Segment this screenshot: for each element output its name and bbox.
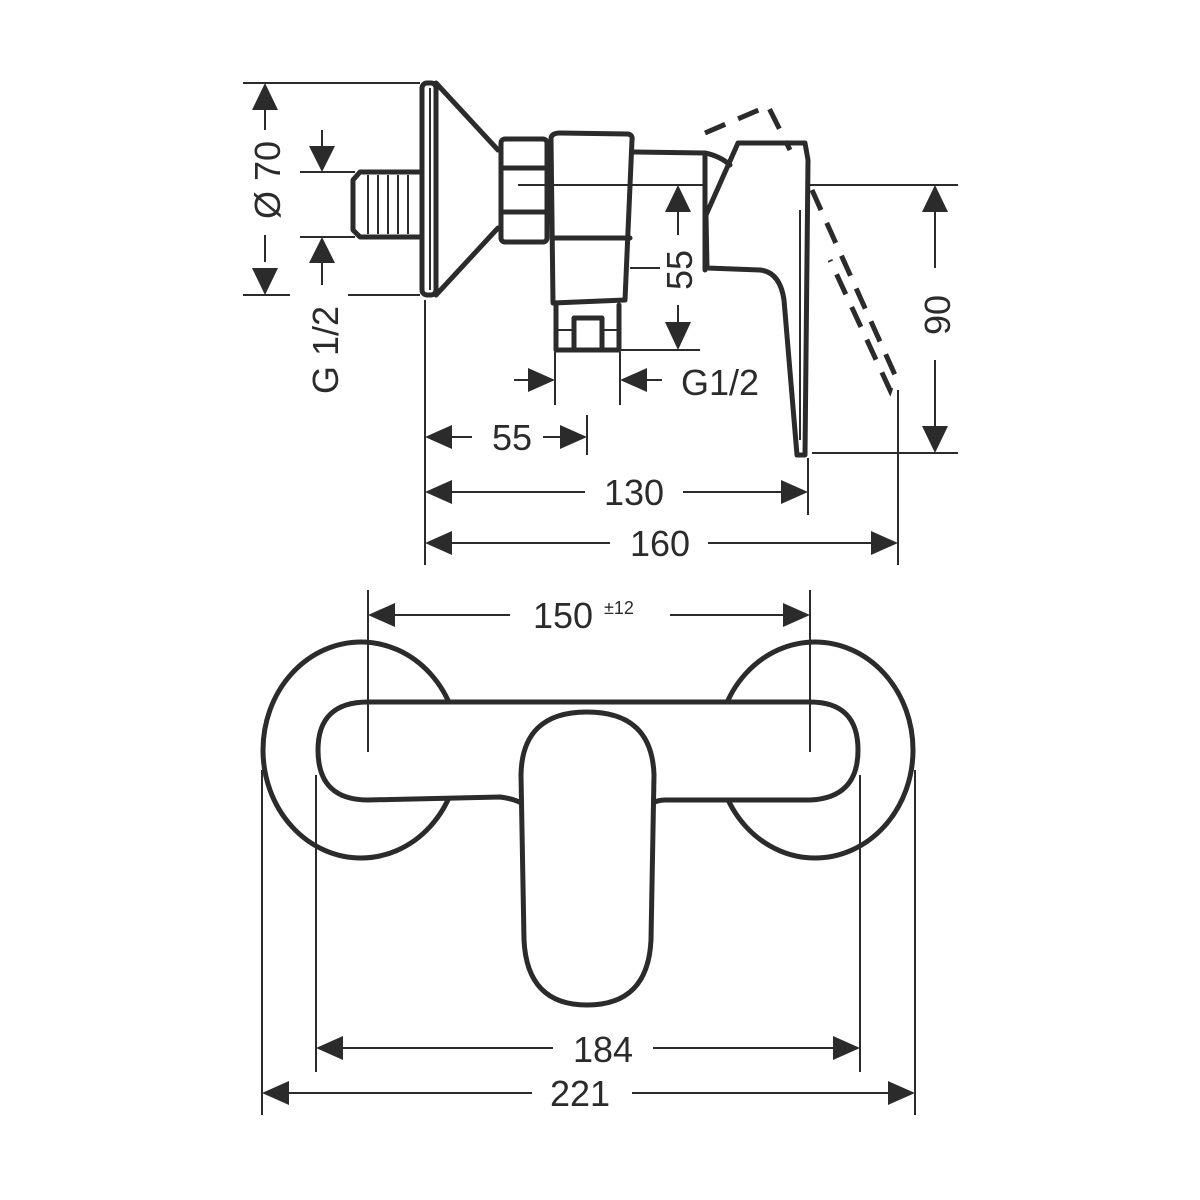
dim-label-depth-total: 160 — [630, 523, 690, 564]
front-lever — [518, 709, 657, 1008]
dim-label-inlet-thread: G 1/2 — [305, 306, 346, 394]
dim-overall-width: 221 — [262, 1073, 915, 1114]
dim-body-width: 184 — [316, 1029, 860, 1070]
dim-inlet-thread: G 1/2 — [305, 130, 346, 394]
dim-label-outlet-offset: 55 — [492, 417, 532, 458]
dim-depth-total: 160 — [425, 523, 898, 564]
dim-label-overall-width: 221 — [550, 1073, 610, 1114]
dim-outlet-offset: 55 — [425, 417, 587, 458]
dim-label-center-tolerance: ±12 — [604, 598, 634, 618]
dim-lever-height: 90 — [917, 185, 958, 453]
threaded-inlet — [350, 169, 425, 240]
dim-center-distance: 150 ±12 — [368, 595, 810, 636]
side-view: Ø 70 G 1/2 55 G1/2 — [243, 80, 958, 565]
wall-flange — [419, 80, 501, 298]
valve-body — [548, 130, 733, 353]
dim-label-center-distance: 150 — [533, 595, 593, 636]
lever — [703, 140, 811, 458]
dim-label-lever-height: 90 — [917, 295, 958, 335]
dim-label-outlet-height: 55 — [659, 250, 700, 290]
lever-open-position — [704, 102, 898, 397]
dim-outlet-thread: G1/2 — [514, 362, 759, 403]
hex-nut — [498, 136, 550, 245]
dim-label-flange-diameter: Ø 70 — [247, 141, 288, 219]
extension-lines-front — [261, 590, 916, 1115]
dim-outlet-height: 55 — [659, 185, 700, 350]
dim-label-depth-lever: 130 — [604, 472, 664, 513]
dim-flange-diameter: Ø 70 — [247, 83, 288, 295]
dim-label-outlet-thread: G1/2 — [681, 362, 759, 403]
front-view: 150 ±12 184 221 — [260, 590, 916, 1115]
dim-depth-lever: 130 — [425, 472, 808, 513]
dim-label-body-width: 184 — [573, 1029, 633, 1070]
